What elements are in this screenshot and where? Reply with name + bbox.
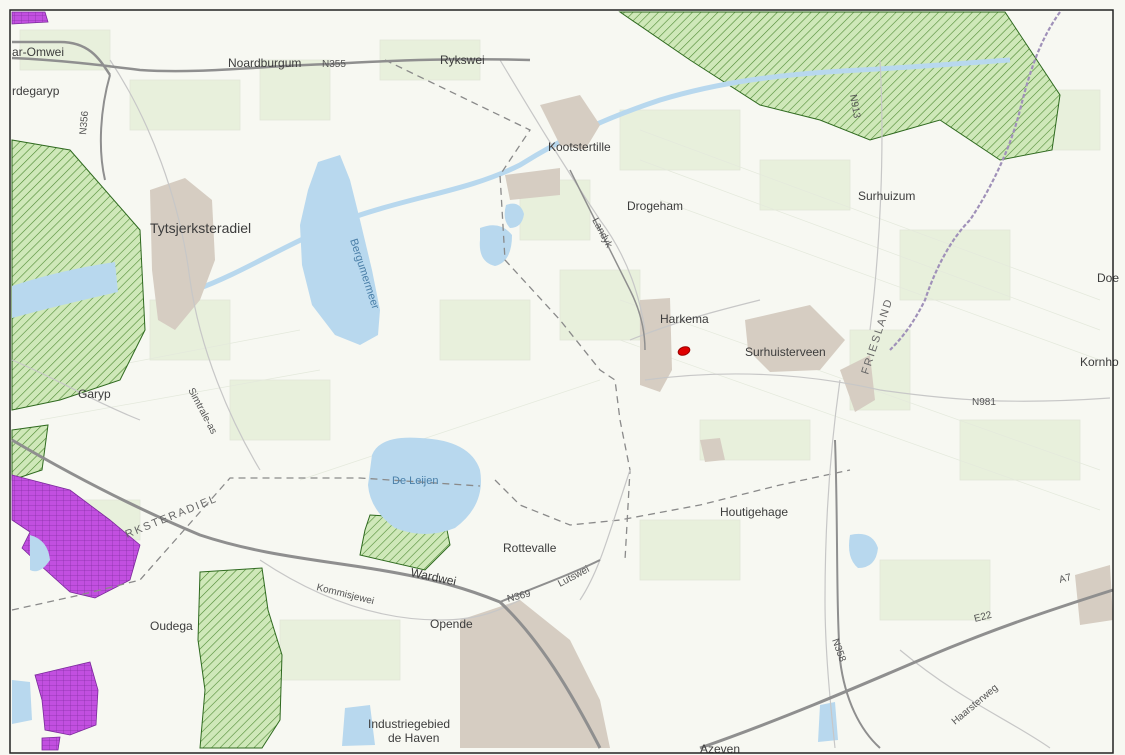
road-n358	[834, 439, 881, 749]
label-kootstertille: Kootstertille	[548, 140, 611, 154]
de-leijen-lake	[368, 437, 481, 534]
label-kornho: Kornho	[1080, 355, 1119, 369]
label-ardegaryp: rdegaryp	[12, 84, 60, 98]
minor-roads	[11, 59, 1111, 749]
label-industriegebied: Industriegebied	[368, 717, 450, 731]
industrial-plots	[11, 11, 141, 751]
farmland-parcels	[19, 29, 1101, 681]
road-n355	[11, 56, 531, 73]
label-opende: Opende	[430, 617, 473, 631]
label-oudega: Oudega	[150, 619, 193, 633]
label-drogeham: Drogeham	[627, 199, 683, 213]
road-e22	[498, 600, 602, 749]
label-harkema: Harkema	[660, 312, 709, 326]
label-a7: A7	[1058, 572, 1073, 586]
label-n913: N913	[847, 94, 862, 120]
road-n356	[99, 74, 111, 181]
label-houtigehage: Houtigehage	[720, 505, 788, 519]
label-n355: N355	[322, 59, 346, 70]
label-de-leijen: De Leijen	[392, 475, 438, 487]
label-surhuizum: Surhuizum	[858, 189, 915, 203]
label-tytsjerksteradiel: Tytsjerksteradiel	[150, 220, 251, 236]
road-ar-omwei	[12, 40, 112, 76]
water-bodies	[12, 155, 878, 746]
label-n981: N981	[972, 397, 996, 408]
label-de-haven: de Haven	[388, 731, 439, 745]
label-rottevalle: Rottevalle	[503, 541, 557, 555]
label-ar-omwei: ar-Omwei	[12, 45, 64, 59]
label-azeven: Azeven	[700, 742, 740, 755]
road-n369	[499, 559, 601, 603]
road-landyk	[569, 169, 646, 351]
road-wardwei	[11, 438, 501, 604]
label-noardburgum: Noardburgum	[228, 56, 301, 70]
label-garyp: Garyp	[78, 387, 111, 401]
label-n356: N356	[78, 110, 91, 135]
map-frame	[9, 9, 1114, 754]
major-roads	[11, 40, 1114, 750]
location-marker[interactable]	[677, 345, 691, 357]
label-rykswei: Rykswei	[440, 53, 485, 67]
place-labels: Tytsjerksteradiel Kootstertille Drogeham…	[12, 56, 1119, 755]
road-a7	[699, 588, 1114, 750]
municipal-boundaries	[11, 59, 851, 611]
label-doe: Doe	[1097, 271, 1119, 285]
province-boundary	[889, 11, 1061, 351]
label-surhuisterveen: Surhuisterveen	[745, 345, 826, 359]
label-e22: E22	[973, 610, 993, 625]
urban-areas	[150, 95, 1113, 748]
bergumermeer-lake	[300, 155, 380, 345]
